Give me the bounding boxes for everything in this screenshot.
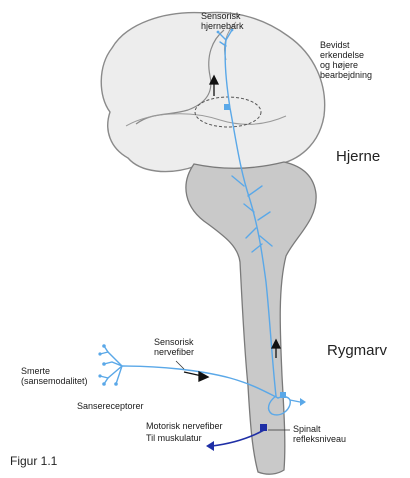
motor-nerve-fiber-label: Motorisk nervefiber xyxy=(146,421,223,431)
temporal-lobe-outline xyxy=(125,113,287,127)
spinal-reflex-level-label: Spinalt refleksniveau xyxy=(293,424,347,444)
spinal-cord-label: Rygmarv xyxy=(327,342,388,359)
conscious-processing-label: Bevidst erkendelse og højere bearbejdnin… xyxy=(320,40,373,80)
motor-pathway xyxy=(211,429,265,447)
receptor-endings xyxy=(98,28,306,406)
sense-receptors-label: Sansereceptorer xyxy=(77,401,144,411)
sensory-nerve-fiber-label: Sensorisk nervefiber xyxy=(154,337,195,357)
pain-modality-label: Smerte (sansemodalitet) xyxy=(21,366,88,386)
label-pointer-lines xyxy=(175,360,290,431)
sensory-cortex-label: Sensorisk hjernebark xyxy=(201,11,244,31)
brainstem-spinal-cord-shape xyxy=(185,161,317,475)
brain-label: Hjerne xyxy=(336,148,381,165)
figure-caption: Figur 1.1 xyxy=(10,454,58,468)
to-muscles-label: Til muskulatur xyxy=(146,433,202,443)
motor-neuron-body xyxy=(260,424,267,431)
signal-direction-arrows xyxy=(183,74,282,383)
cerebrum-shape xyxy=(100,11,326,173)
motor-arrowhead xyxy=(206,441,214,451)
